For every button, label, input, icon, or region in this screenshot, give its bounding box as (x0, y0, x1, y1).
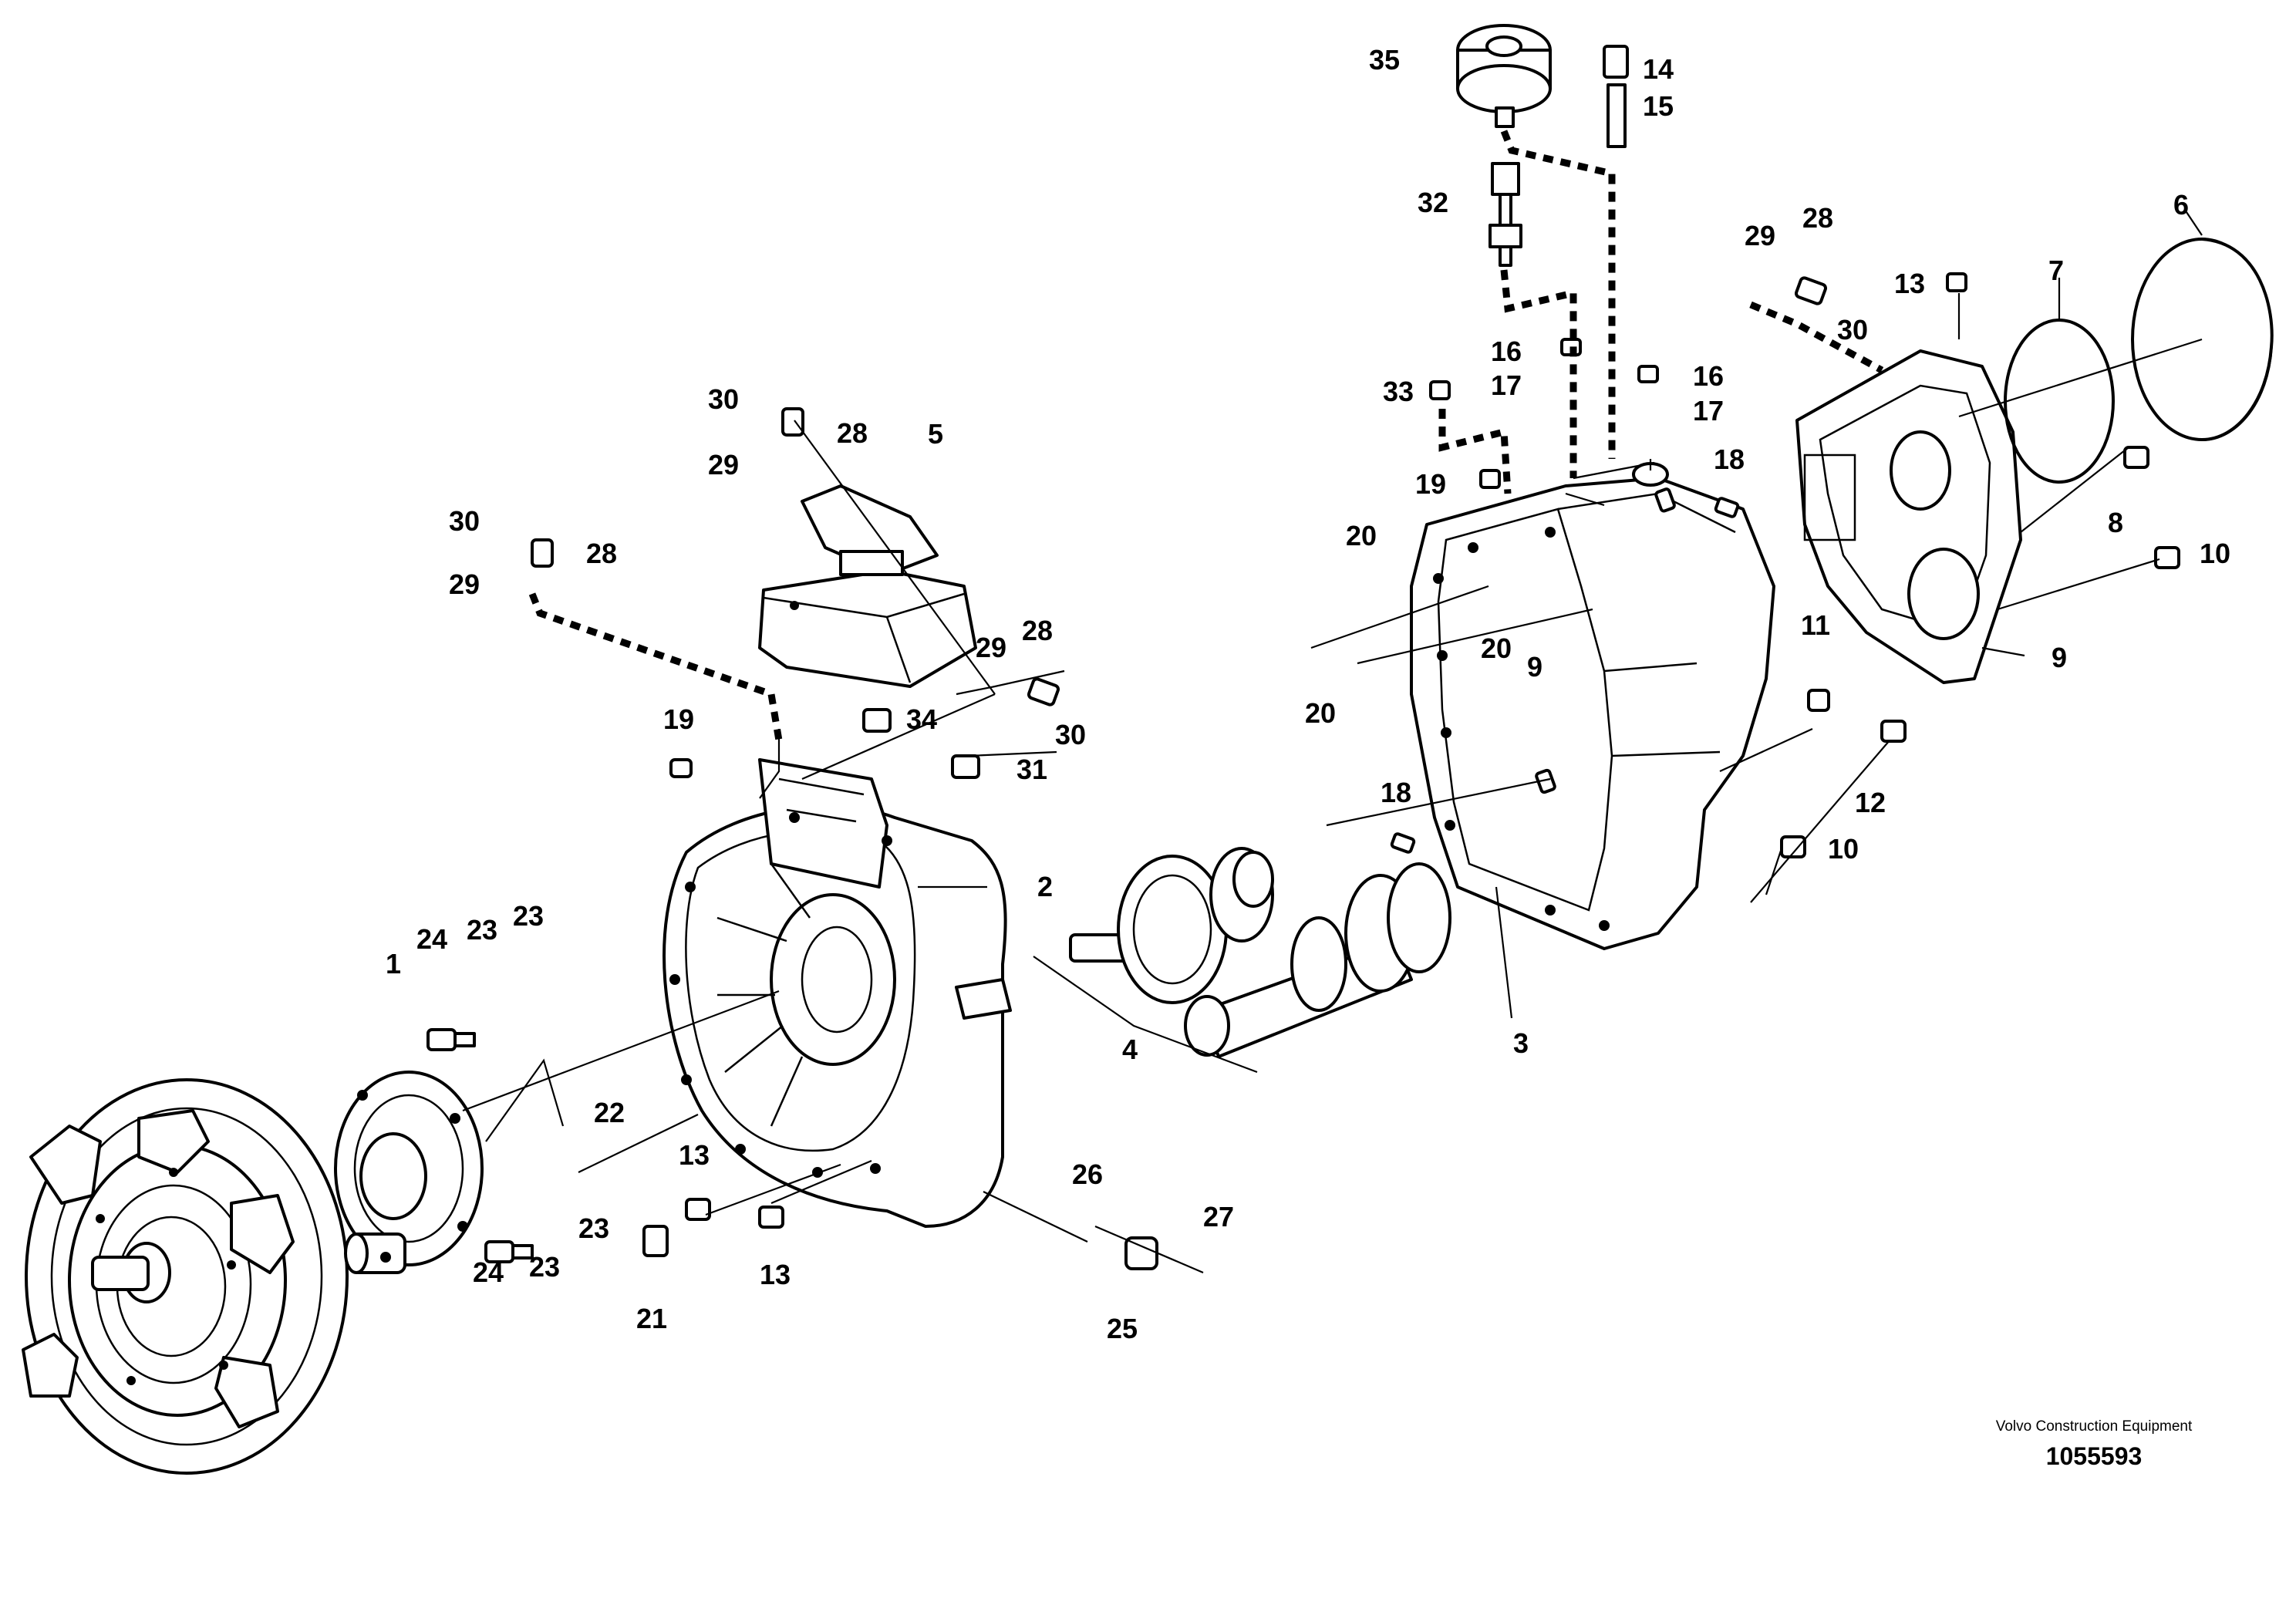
callout-29b: 29 (449, 568, 480, 600)
callout-9b: 9 (2052, 642, 2067, 673)
callout-16b: 16 (1693, 360, 1724, 392)
callout-15: 15 (1643, 90, 1674, 122)
cover (2131, 238, 2274, 441)
callout-27: 27 (1203, 1201, 1234, 1233)
callout-13a: 13 (1894, 268, 1925, 299)
callout-18a: 18 (1714, 443, 1745, 475)
shaft-gear-set (1069, 847, 1451, 1058)
callout-10a: 10 (2200, 538, 2230, 569)
callout-23d: 23 (578, 1212, 609, 1244)
callout-14: 14 (1643, 53, 1674, 85)
callout-6: 6 (2173, 189, 2189, 221)
drawing-caption: Volvo Construction Equipment 1055593 (1990, 1416, 2198, 1471)
transmission-housing (1410, 462, 1775, 950)
callout-34: 34 (906, 703, 937, 735)
callout-23a: 23 (467, 914, 497, 946)
oil-pump (334, 1071, 484, 1274)
callout-20a: 20 (1346, 520, 1377, 551)
callout-30a: 30 (708, 383, 739, 415)
callout-29d: 29 (1745, 220, 1775, 251)
callout-33: 33 (1383, 376, 1414, 407)
callout-35: 35 (1369, 44, 1400, 76)
callout-28a: 28 (837, 417, 868, 449)
callout-24b: 24 (473, 1256, 504, 1288)
callout-19a: 19 (1415, 468, 1446, 500)
torque-converter (22, 1078, 349, 1475)
callout-21: 21 (636, 1303, 667, 1334)
callout-32: 32 (1418, 187, 1448, 218)
callout-23b: 23 (513, 900, 544, 932)
callout-10b: 10 (1828, 833, 1859, 865)
callout-26: 26 (1072, 1158, 1103, 1190)
fasteners (426, 272, 2180, 1270)
callout-11: 11 (1801, 609, 1830, 641)
callout-29a: 29 (708, 449, 739, 481)
callout-17b: 17 (1693, 395, 1724, 427)
callout-12: 12 (1855, 787, 1886, 818)
callout-labels: 1 2 3 4 5 6 7 8 9 9 10 10 11 12 13 13 13… (386, 44, 2230, 1344)
callout-2: 2 (1037, 871, 1053, 902)
dashed-connections (528, 130, 1884, 741)
sensor (1489, 162, 1522, 267)
callout-20b: 20 (1481, 632, 1512, 664)
filter-housing (1456, 24, 1552, 128)
callout-16a: 16 (1491, 336, 1522, 367)
control-valve (758, 484, 977, 688)
callout-19b: 19 (663, 703, 694, 735)
callout-28b: 28 (586, 538, 617, 569)
callout-30c: 30 (1055, 719, 1086, 750)
callout-25: 25 (1107, 1313, 1138, 1344)
callout-24a: 24 (416, 923, 447, 955)
callout-20c: 20 (1305, 697, 1336, 729)
o-ring (2004, 319, 2115, 484)
callout-9a: 9 (1527, 651, 1542, 683)
callout-1: 1 (386, 948, 401, 980)
drawing-number: 1055593 (2045, 1442, 2143, 1470)
callout-30b: 30 (449, 505, 480, 537)
callout-22: 22 (594, 1097, 625, 1128)
callout-4: 4 (1122, 1034, 1138, 1065)
callout-29c: 29 (976, 632, 1006, 663)
leader-lines (462, 211, 2203, 1274)
callout-18b: 18 (1381, 777, 1411, 808)
callout-5: 5 (928, 418, 943, 450)
rear-cover-plate (1795, 349, 2022, 684)
converter-housing (663, 758, 1012, 1228)
callout-17a: 17 (1491, 369, 1522, 401)
callout-28d: 28 (1802, 202, 1833, 234)
callout-8: 8 (2108, 507, 2123, 538)
callout-13b: 13 (679, 1139, 710, 1171)
callout-3: 3 (1513, 1027, 1529, 1059)
callout-13c: 13 (760, 1259, 791, 1290)
breather-pipe (1603, 45, 1629, 148)
callout-23c: 23 (529, 1251, 560, 1283)
callout-28c: 28 (1022, 615, 1053, 646)
callout-30d: 30 (1837, 314, 1868, 346)
callout-31: 31 (1017, 754, 1047, 785)
callout-7: 7 (2048, 255, 2064, 286)
brand-label: Volvo Construction Equipment (1995, 1418, 2193, 1435)
